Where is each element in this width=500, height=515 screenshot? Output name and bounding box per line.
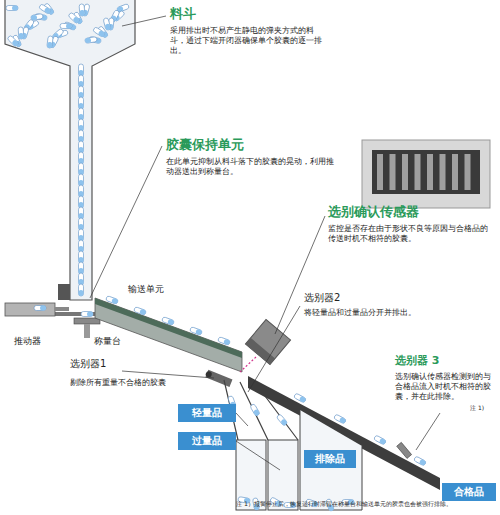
sensor-beam — [240, 357, 256, 372]
capsule — [79, 185, 84, 197]
capsule — [190, 327, 203, 336]
capsule — [79, 97, 84, 109]
box-text: 轻量品 — [192, 406, 222, 420]
capsule — [79, 130, 84, 142]
capsule — [93, 27, 106, 38]
part-label: 推动器 — [14, 336, 64, 347]
section-heading: 料斗 — [170, 6, 330, 22]
capsule — [7, 35, 19, 47]
category-box: 过量品 — [178, 432, 236, 450]
conveyor — [95, 298, 242, 372]
pusher — [5, 303, 55, 316]
capsule — [85, 37, 98, 44]
capsule — [374, 435, 387, 445]
unit-photo-inner — [372, 150, 480, 194]
capsule — [79, 273, 84, 285]
photo-slot — [402, 154, 408, 190]
box-text: 过量品 — [192, 434, 222, 448]
section-heading: 选别器1 — [70, 358, 140, 371]
weighing-stem — [84, 324, 90, 338]
weighing-table — [74, 318, 100, 324]
capsule — [81, 312, 93, 317]
capsule — [39, 4, 52, 15]
capsule — [106, 296, 119, 305]
capsule — [79, 240, 84, 252]
capsule — [134, 307, 147, 316]
capsule — [294, 393, 307, 403]
section-body: 将轻量品和过量品分开并排出。 — [304, 308, 484, 318]
capsule — [218, 337, 231, 346]
sensor — [245, 319, 290, 364]
capsule — [79, 284, 84, 296]
photo-slot — [465, 154, 471, 190]
capsule — [79, 152, 84, 164]
capsule — [79, 75, 84, 87]
bin — [300, 410, 362, 510]
photo-slot — [427, 154, 433, 190]
capsule — [79, 108, 84, 120]
capsule — [79, 174, 84, 186]
capsule — [79, 207, 84, 219]
capsule — [79, 251, 84, 263]
capsule — [79, 86, 84, 98]
capsule — [103, 18, 111, 31]
capsules — [6, 3, 426, 512]
capsule — [34, 306, 46, 311]
capsule — [60, 23, 72, 28]
leader-line — [90, 16, 478, 492]
section-body: 采用排出时不易产生静电的弹夹方式的料斗，通过下端开闭器确保单个胶囊的逐一排出。 — [170, 26, 322, 56]
part-label: 称量台 — [94, 336, 144, 347]
capsule — [79, 119, 84, 131]
section-heading: 选别确认传感器 — [328, 204, 498, 220]
footnote: 注 1）报警停止后，恢复运行时滞留在称量台和输送单元的胶囊也会被强行排除。 — [236, 500, 500, 508]
capsule — [79, 141, 84, 153]
conveyor-top — [95, 298, 242, 358]
box-text: 合格品 — [454, 485, 484, 499]
category-box: 轻量品 — [178, 404, 236, 422]
capsule — [6, 6, 18, 11]
bin — [268, 440, 298, 510]
section-heading: 胶囊保持单元 — [166, 137, 336, 153]
sorter-flap — [204, 369, 232, 387]
unit-photo — [362, 140, 490, 208]
capsule — [79, 196, 84, 208]
capsule — [79, 64, 84, 76]
category-box: 排除品 — [304, 450, 356, 468]
part-label: 输送单元 — [128, 284, 188, 295]
capsule — [276, 414, 288, 426]
capsule — [31, 13, 44, 20]
photo-slot — [452, 154, 458, 190]
section-body: 选别确认传感器检测到的与合格品流入时机不相符的胶囊，并在此排除。 — [395, 372, 495, 402]
section-body: 在此单元抑制从料斗落下的胶囊的晃动，利用推动器送出到称量台。 — [166, 157, 336, 177]
hopper — [5, 0, 135, 300]
capsule — [47, 36, 53, 49]
section-heading: 选别器2 — [304, 292, 394, 305]
section-body: 监控是否存在由于形状不良等原因与合格品的传送时机不相符的胶囊。 — [328, 224, 492, 244]
photo-slot — [377, 154, 383, 190]
photo-slot — [415, 154, 421, 190]
capsule — [250, 404, 260, 417]
capsule — [414, 456, 427, 466]
sorter-flap — [397, 442, 412, 458]
section-body: 剔除所有重量不合格的胶囊 — [70, 378, 200, 388]
capsule — [162, 317, 175, 326]
capsule — [79, 218, 84, 230]
photo-slot — [390, 154, 396, 190]
capsule — [79, 163, 84, 175]
box-text: 排除品 — [315, 452, 345, 466]
shutter — [58, 284, 70, 300]
capsule — [79, 262, 84, 274]
section-heading: 选别器 3 — [395, 354, 495, 368]
category-box: 合格品 — [442, 483, 496, 501]
capsule — [68, 12, 80, 24]
photo-slot — [440, 154, 446, 190]
note-ref: 注 1) — [470, 404, 500, 412]
capsule — [18, 27, 24, 39]
capsule — [79, 4, 85, 16]
pusher-rod — [55, 307, 69, 311]
capsule — [334, 414, 347, 424]
capsule — [79, 229, 84, 241]
